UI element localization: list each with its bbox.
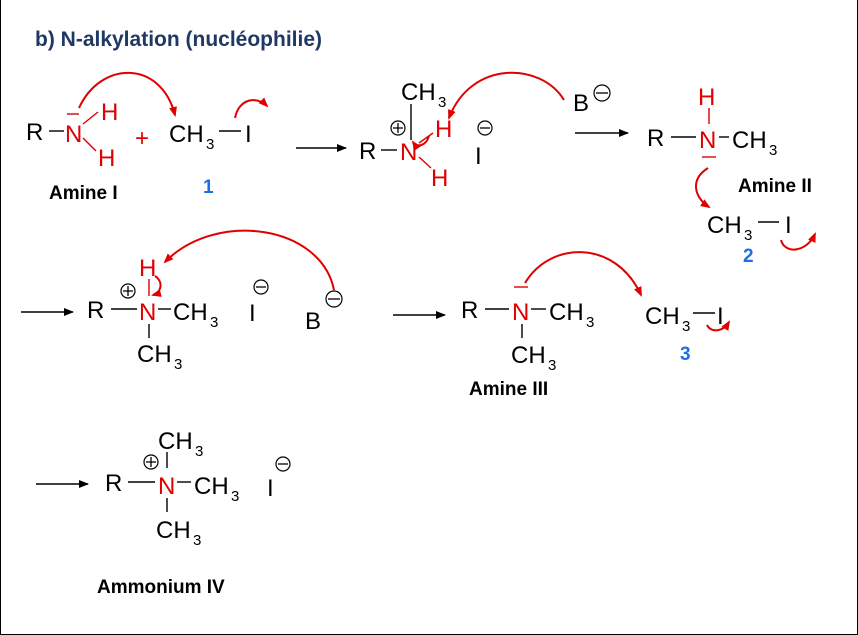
plus-sign: +	[135, 125, 149, 152]
section-heading: b) N-alkylation (nucléophilie)	[35, 28, 322, 51]
amine-3-label: Amine III	[469, 379, 548, 400]
subscript-three: 3	[438, 94, 446, 111]
nitrogen-atom: N	[512, 299, 529, 326]
base-label: B	[305, 308, 321, 335]
electron-arrow-nh-bond	[151, 275, 162, 297]
methyl-label: CH	[169, 121, 204, 148]
iodide-ion: I	[249, 300, 256, 327]
methyl-label: CH	[401, 79, 436, 106]
subscript-three: 3	[174, 356, 182, 373]
methyl-label: CH	[511, 342, 546, 369]
hydrogen-atom: H	[101, 99, 118, 126]
methyl-label: CH	[137, 341, 172, 368]
r-group-label: R	[359, 138, 376, 165]
step-number-2: 2	[743, 246, 754, 267]
methyl-iodide-1: CH 3 I 1	[169, 121, 252, 198]
plus-glyph	[123, 286, 133, 296]
methyl-label: CH	[732, 127, 767, 154]
n-h-bond	[418, 132, 434, 144]
subscript-three: 3	[682, 318, 690, 335]
methyl-label: CH	[158, 428, 193, 455]
electron-arrow-deprotonation	[163, 229, 335, 291]
methyl-label: CH	[549, 299, 584, 326]
subscript-three: 3	[206, 136, 214, 153]
amine-3: R N CH 3 CH 3 Amine III	[461, 286, 594, 400]
nitrogen-atom: N	[139, 299, 156, 326]
subscript-three: 3	[231, 488, 239, 505]
r-group-label: R	[461, 297, 478, 324]
ammonium-intermediate-1: CH 3 R N H H I	[359, 79, 493, 192]
nitrogen-atom: N	[158, 473, 175, 500]
electron-arrow-attack	[695, 167, 711, 209]
r-group-label: R	[105, 470, 122, 497]
r-group-label: R	[26, 119, 43, 146]
nitrogen-atom: N	[699, 127, 716, 154]
hydrogen-atom: H	[98, 145, 115, 172]
ammonium-intermediate-2: H R N CH 3 CH 3 I	[87, 255, 269, 373]
subscript-three: 3	[195, 443, 203, 460]
methyl-iodide-2: CH 3 I 2	[707, 212, 792, 267]
subscript-three: 3	[548, 357, 556, 374]
subscript-three: 3	[210, 314, 218, 331]
amine-1-label: Amine I	[49, 183, 118, 204]
base-1: B	[573, 84, 611, 117]
amine-2-label: Amine II	[738, 176, 812, 197]
iodide-ion: I	[267, 475, 274, 502]
hydrogen-atom: H	[139, 255, 156, 282]
methyl-label: CH	[645, 303, 680, 330]
n-h-bond	[82, 111, 99, 125]
subscript-three: 3	[744, 227, 752, 244]
hydrogen-atom: H	[435, 116, 452, 143]
plus-glyph	[146, 457, 156, 467]
ammonium-4: CH 3 R N CH 3 CH 3 I Ammonium IV	[97, 428, 291, 598]
r-group-label: R	[647, 125, 664, 152]
iodide-ion: I	[475, 143, 482, 170]
n-h-bond	[82, 137, 97, 152]
electron-arrow-attack	[524, 251, 642, 297]
electron-arrow-attack	[78, 71, 177, 117]
step-number-3: 3	[680, 344, 691, 365]
methyl-label: CH	[194, 473, 229, 500]
base-2: B	[305, 290, 343, 335]
amine-2: H R N CH 3 Amine II	[647, 84, 812, 197]
amine-1: R N H H Amine I	[26, 99, 118, 204]
methyl-label: CH	[707, 212, 742, 239]
nitrogen-atom: N	[65, 121, 82, 148]
n-h-bond	[418, 156, 432, 169]
subscript-three: 3	[193, 532, 201, 549]
hydrogen-atom: H	[698, 84, 715, 111]
iodine-atom: I	[717, 303, 724, 330]
base-label: B	[573, 90, 589, 117]
step-number-1: 1	[203, 177, 214, 198]
subscript-three: 3	[586, 314, 594, 331]
electron-arrow-nh-bond	[411, 135, 430, 151]
methyl-label: CH	[173, 299, 208, 326]
electron-arrow-leaving	[234, 97, 269, 119]
electron-arrow-leaving	[780, 232, 816, 251]
subscript-three: 3	[769, 142, 777, 159]
iodine-atom: I	[245, 121, 252, 148]
methyl-iodide-3: CH 3 I 3	[645, 303, 724, 365]
methyl-label: CH	[156, 517, 191, 544]
r-group-label: R	[87, 297, 104, 324]
electron-arrow-leaving	[706, 320, 731, 332]
plus-glyph	[393, 123, 403, 133]
electron-arrow-deprotonation	[448, 71, 565, 120]
iodine-atom: I	[785, 212, 792, 239]
ammonium-4-label: Ammonium IV	[97, 577, 225, 598]
hydrogen-atom: H	[431, 165, 448, 192]
